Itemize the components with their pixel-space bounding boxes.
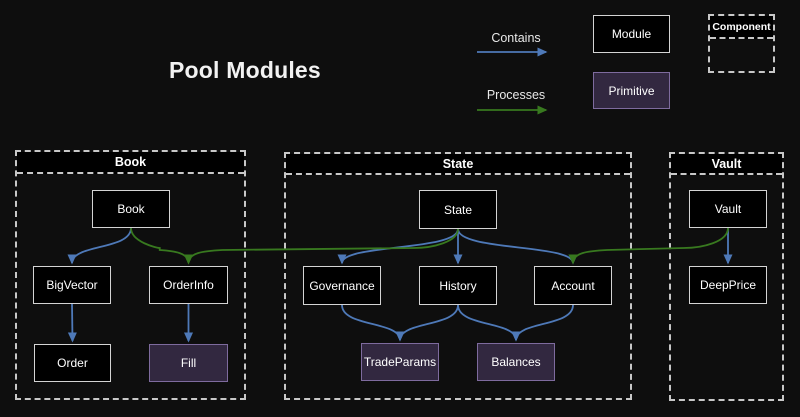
- node-account-label: Account: [551, 278, 595, 293]
- legend-component-cluster-title: Component: [710, 16, 773, 39]
- node-vault-label: Vault: [714, 202, 742, 216]
- container-vault-cluster: Vault: [669, 152, 784, 401]
- container-book-cluster-label: Book: [114, 155, 147, 169]
- node-legend-primitive-label: Primitive: [608, 83, 655, 98]
- node-governance: Governance: [303, 266, 381, 305]
- node-order: Order: [34, 344, 111, 382]
- node-bigvector: BigVector: [33, 266, 111, 304]
- node-fill: Fill: [149, 344, 228, 382]
- node-bigvector-label: BigVector: [46, 278, 98, 292]
- legend-component-cluster-label: Component: [712, 20, 771, 33]
- node-balances-label: Balances: [491, 355, 541, 369]
- container-book-cluster-title: Book: [17, 152, 244, 174]
- node-tradeparams: TradeParams: [361, 343, 439, 381]
- container-state-cluster-label: State: [442, 156, 474, 171]
- page-title: Pool Modules: [169, 57, 321, 83]
- node-book-label: Book: [117, 202, 145, 216]
- node-deepprice: DeepPrice: [689, 266, 767, 304]
- node-order-label: Order: [57, 356, 88, 370]
- node-balances: Balances: [477, 343, 555, 381]
- node-state-label: State: [443, 202, 473, 217]
- container-state-cluster: State: [284, 152, 632, 400]
- container-vault-cluster-label: Vault: [711, 156, 742, 171]
- container-state-cluster-title: State: [286, 154, 630, 175]
- node-orderinfo: OrderInfo: [149, 266, 228, 304]
- node-history-label: History: [439, 278, 477, 293]
- node-legend-module-label: Module: [611, 27, 652, 41]
- node-account: Account: [534, 266, 612, 305]
- container-vault-cluster-title: Vault: [671, 154, 782, 175]
- legend-contains-label: Contains: [491, 31, 541, 45]
- node-vault: Vault: [689, 190, 767, 228]
- legend-processes-label: Processes: [486, 88, 546, 102]
- node-fill-label: Fill: [180, 356, 197, 370]
- node-orderinfo-label: OrderInfo: [163, 278, 214, 292]
- node-legend-primitive: Primitive: [593, 72, 670, 109]
- node-tradeparams-label: TradeParams: [363, 355, 437, 369]
- container-book-cluster: Book: [15, 150, 246, 400]
- node-state: State: [419, 190, 497, 229]
- node-history: History: [419, 266, 497, 305]
- node-book: Book: [92, 190, 170, 228]
- node-deepprice-label: DeepPrice: [699, 278, 757, 292]
- node-legend-module: Module: [593, 15, 670, 53]
- legend-component-cluster: Component: [708, 14, 775, 73]
- node-governance-label: Governance: [309, 278, 375, 293]
